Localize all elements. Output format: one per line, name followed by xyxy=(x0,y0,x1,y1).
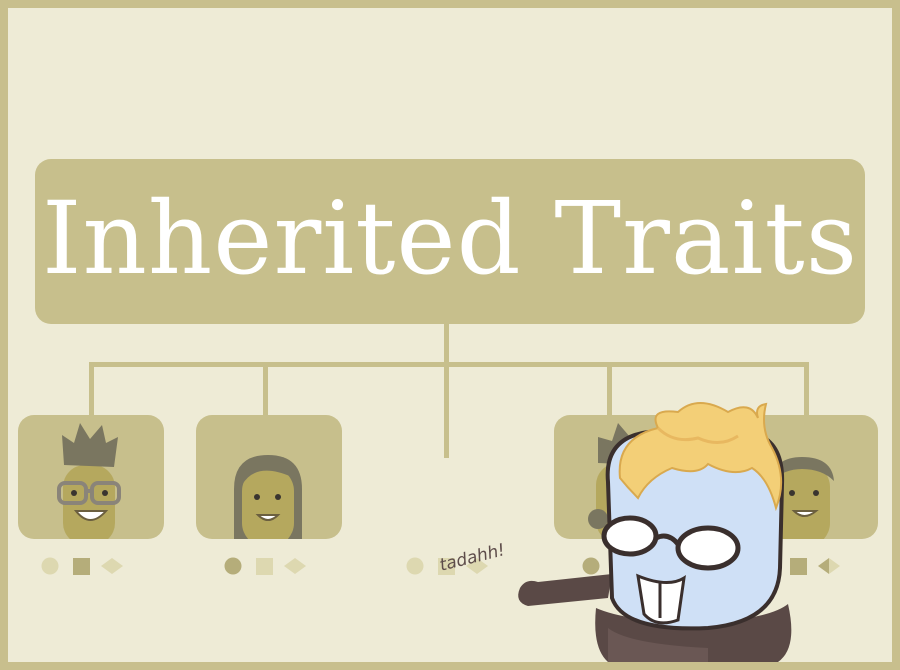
person-short-hair-icon xyxy=(772,457,834,539)
tree-trunk-line xyxy=(444,324,449,458)
circle-icon xyxy=(41,557,59,575)
family-card xyxy=(196,415,342,539)
person-long-hair-icon xyxy=(234,455,302,539)
person-with-glasses-icon xyxy=(57,423,121,539)
diamond-icon xyxy=(818,558,829,574)
title-banner: Inherited Traits xyxy=(35,159,865,324)
circle-icon xyxy=(582,557,600,575)
square-icon xyxy=(790,558,807,575)
tree-drop-line-3 xyxy=(607,362,612,417)
trait-symbols-2 xyxy=(224,557,314,575)
mascot-character-icon xyxy=(518,402,792,662)
square-icon xyxy=(73,558,90,575)
tree-drop-line-1 xyxy=(89,362,94,417)
tree-drop-line-4 xyxy=(804,362,809,417)
trait-symbols-4 xyxy=(582,557,622,575)
square-icon xyxy=(256,558,273,575)
square-icon xyxy=(438,558,455,575)
circle-icon xyxy=(224,557,242,575)
circle-icon xyxy=(406,557,424,575)
page-title: Inherited Traits xyxy=(41,179,859,297)
tree-drop-line-2 xyxy=(263,362,268,417)
illustration-frame: Inherited Traits xyxy=(8,8,892,662)
family-card xyxy=(18,415,164,539)
trait-symbols-3 xyxy=(406,557,496,575)
trait-symbols-1 xyxy=(41,557,131,575)
diamond-icon xyxy=(101,558,123,574)
diamond-icon xyxy=(466,558,488,574)
tree-branch-line xyxy=(89,362,809,367)
diamond-icon xyxy=(284,558,306,574)
